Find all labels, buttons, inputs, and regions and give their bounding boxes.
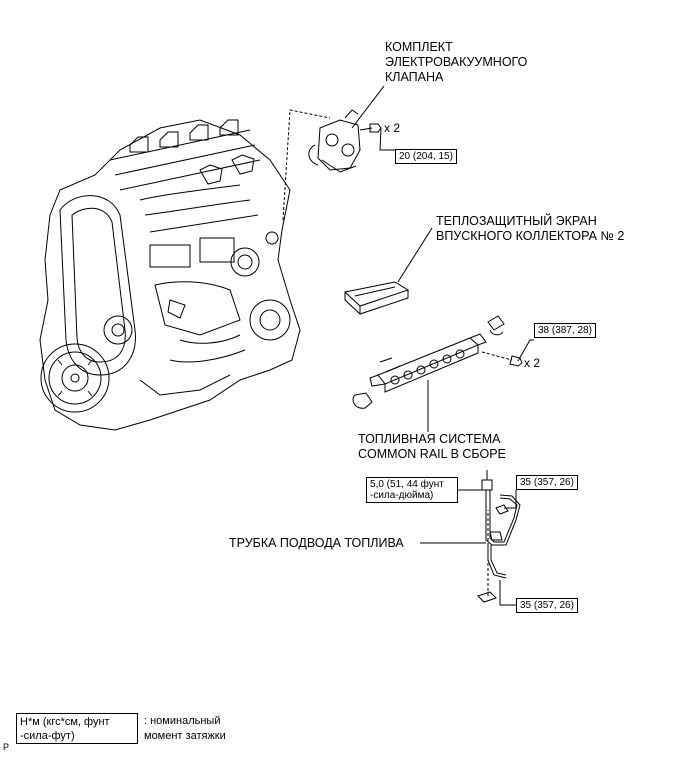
legend-unit-line-2: -сила-фут) — [20, 730, 75, 742]
valve-kit-label-line-3: КЛАПАНА — [385, 70, 444, 84]
engine-illustration — [39, 119, 301, 431]
legend-description-line-1: : номинальный — [144, 715, 221, 727]
fuel-pipe-label: ТРУБКА ПОДВОДА ТОПЛИВА — [229, 536, 404, 550]
rail-multiplier: x 2 — [524, 356, 541, 370]
pipe-nut-upper-torque-spec: 35 (357, 26) — [516, 475, 578, 490]
pipe-bolt-torque-line-2: -сила-дюйма) — [370, 490, 434, 501]
valve-kit-label-line-1: КОМПЛЕКТ — [385, 40, 453, 54]
valve-kit-illustration — [308, 109, 373, 173]
rail-torque-spec: 38 (387, 28) — [534, 323, 596, 338]
pipe-bolt-torque-line-1: 5,0 (51, 44 фунт — [370, 479, 444, 490]
common-rail-illustration — [369, 333, 487, 393]
legend-unit-line-1: Н*м (кгс*см, фунт — [20, 716, 110, 728]
common-rail-label-line-2: COMMON RAIL В СБОРЕ — [358, 447, 506, 461]
legend-unit-box: Н*м (кгс*см, фунт -сила-фут) — [16, 713, 138, 744]
heat-shield-label-line-1: ТЕПЛОЗАЩИТНЫЙ ЭКРАН — [436, 214, 597, 228]
legend-description-line-2: момент затяжки — [144, 730, 226, 742]
common-rail-label-line-1: ТОПЛИВНАЯ СИСТЕМА — [358, 432, 501, 446]
valve-kit-label-line-2: ЭЛЕКТРОВАКУУМНОГО — [385, 55, 528, 69]
legend-description: : номинальный момент затяжки — [144, 714, 226, 744]
valve-torque-spec: 20 (204, 15) — [395, 149, 457, 164]
fuel-pipe-illustration — [477, 479, 521, 603]
pipe-nut-lower-torque-spec: 35 (357, 26) — [516, 598, 578, 613]
heat-shield-label: ТЕПЛОЗАЩИТНЫЙ ЭКРАН ВПУСКНОГО КОЛЛЕКТОРА… — [436, 214, 624, 244]
corner-mark: P — [3, 742, 10, 752]
pipe-bolt-torque-spec: 5,0 (51, 44 фунт -сила-дюйма) — [366, 477, 458, 503]
heat-shield-illustration — [343, 281, 410, 315]
heat-shield-label-line-2: ВПУСКНОГО КОЛЛЕКТОРА № 2 — [436, 229, 625, 243]
valve-kit-label: КОМПЛЕКТ ЭЛЕКТРОВАКУУМНОГО КЛАПАНА — [385, 40, 527, 85]
common-rail-label: ТОПЛИВНАЯ СИСТЕМА COMMON RAIL В СБОРЕ — [358, 432, 506, 462]
valve-multiplier: x 2 — [384, 121, 401, 135]
